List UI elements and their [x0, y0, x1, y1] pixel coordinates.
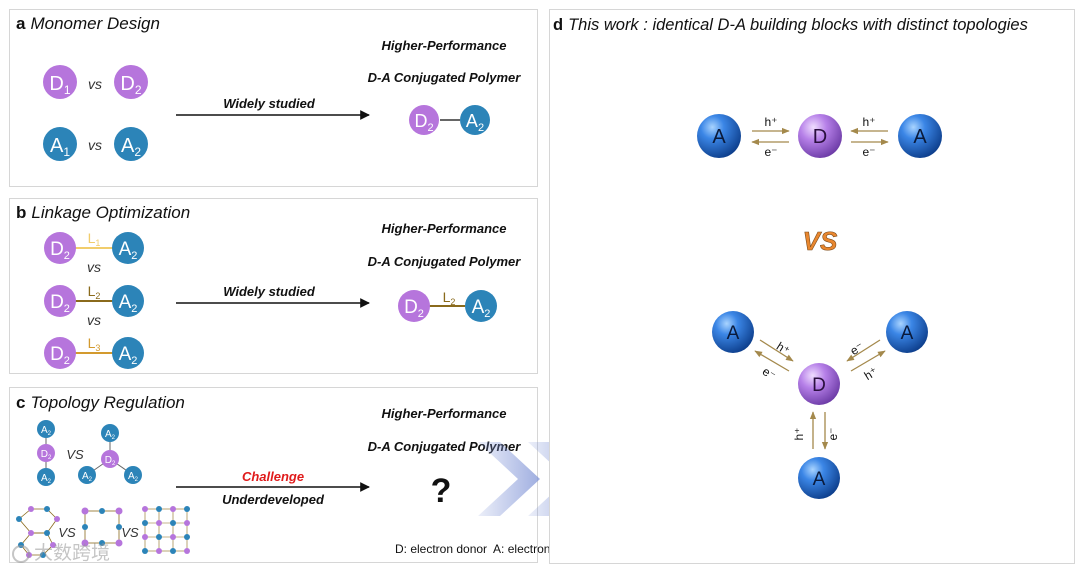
svg-text:A2: A2: [105, 429, 116, 441]
vs-label: vs: [88, 76, 102, 92]
svg-text:D: D: [812, 375, 826, 396]
vs-label: vs: [87, 259, 101, 275]
framework-square: [81, 507, 123, 547]
svg-text:e⁻: e⁻: [760, 364, 778, 383]
svg-text:A2: A2: [82, 471, 93, 483]
watermark: 大数跨境: [12, 538, 110, 565]
product-d2-a2: D2 A2: [409, 105, 490, 135]
svg-text:h⁺: h⁺: [764, 115, 777, 129]
linear-topology: A2 D2 A2: [37, 420, 55, 486]
monomer-d1: D1: [43, 65, 77, 99]
pair-linkage-3: L3 D2 A2: [44, 335, 144, 369]
svg-text:L2: L2: [443, 289, 456, 307]
svg-text:A2: A2: [128, 471, 139, 483]
panel-topology-regulation: [9, 387, 538, 563]
svg-text:e⁻: e⁻: [862, 145, 875, 159]
result-line-2: D-A Conjugated Polymer: [368, 70, 522, 85]
pair-linkage-1: L1 D2 A2: [44, 230, 144, 264]
branched-topology: A2 D2 A2 A2: [78, 424, 142, 484]
vs-label: vs: [87, 312, 101, 328]
svg-text:e⁻: e⁻: [848, 339, 866, 358]
linear-ada-topology: A D A h⁺ e⁻ h⁺ e⁻: [697, 114, 942, 159]
panel-linkage-optimization: [9, 198, 538, 374]
svg-text:D: D: [813, 126, 827, 148]
vs-label: vs: [88, 137, 102, 153]
panel-d-diagram: A D A h⁺ e⁻ h⁺ e⁻ VS A A D A h⁺ e⁻ e⁻ h⁺: [697, 114, 942, 499]
panel-c-diagram: A2 D2 A2 VS A2 D2 A2 A2 VS VS: [16, 406, 521, 558]
result-line-1: Higher-Performance: [382, 38, 507, 53]
vs-label: VS: [803, 226, 838, 256]
svg-text:A2: A2: [41, 473, 52, 485]
vs-label: VS: [66, 447, 84, 462]
monomer-a2: A2: [114, 127, 148, 161]
svg-text:A: A: [913, 126, 927, 148]
svg-text:e⁻: e⁻: [764, 145, 777, 159]
svg-text:h⁺: h⁺: [774, 339, 792, 358]
challenge-label: Challenge: [242, 469, 304, 484]
branched-topology: A A D A h⁺ e⁻ e⁻ h⁺ h⁺ e⁻: [712, 311, 928, 499]
arrow-label: Widely studied: [223, 284, 316, 299]
panel-monomer-design: [9, 9, 538, 187]
vs-label: VS: [121, 525, 139, 540]
result-line-2: D-A Conjugated Polymer: [368, 254, 522, 269]
pair-linkage-2: L2 D2 A2: [44, 283, 144, 317]
product-d2-l2-a2: L2 D2 A2: [398, 289, 497, 322]
result-line-1: Higher-Performance: [382, 221, 507, 236]
framework-dense: [142, 506, 190, 554]
svg-text:h⁺: h⁺: [792, 427, 806, 440]
vs-label: VS: [58, 525, 76, 540]
panel-b-diagram: L1 D2 A2 vs L2 D2 A2 vs L3 D2 A2 Widely …: [44, 221, 522, 369]
svg-text:D2: D2: [105, 455, 116, 467]
underdeveloped-label: Underdeveloped: [222, 492, 325, 507]
svg-text:A: A: [712, 126, 726, 148]
svg-text:L3: L3: [88, 335, 101, 353]
svg-text:h⁺: h⁺: [862, 115, 875, 129]
svg-text:A2: A2: [41, 425, 52, 437]
svg-text:D2: D2: [41, 449, 52, 461]
arrow-label: Widely studied: [223, 96, 316, 111]
monomer-d2: D2: [114, 65, 148, 99]
svg-text:e⁻: e⁻: [826, 427, 840, 440]
svg-text:A: A: [901, 323, 914, 344]
result-line-1: Higher-Performance: [382, 406, 507, 421]
svg-text:L1: L1: [88, 230, 101, 248]
monomer-a1: A1: [43, 127, 77, 161]
svg-text:L2: L2: [88, 283, 101, 301]
question-mark: ?: [431, 472, 452, 510]
svg-text:A: A: [813, 469, 826, 490]
panel-a-diagram: D1 vs D2 A1 vs A2 Widely studied Higher-…: [43, 38, 522, 161]
watermark-icon: [12, 544, 30, 563]
svg-text:h⁺: h⁺: [862, 364, 880, 383]
svg-text:A: A: [727, 323, 740, 344]
